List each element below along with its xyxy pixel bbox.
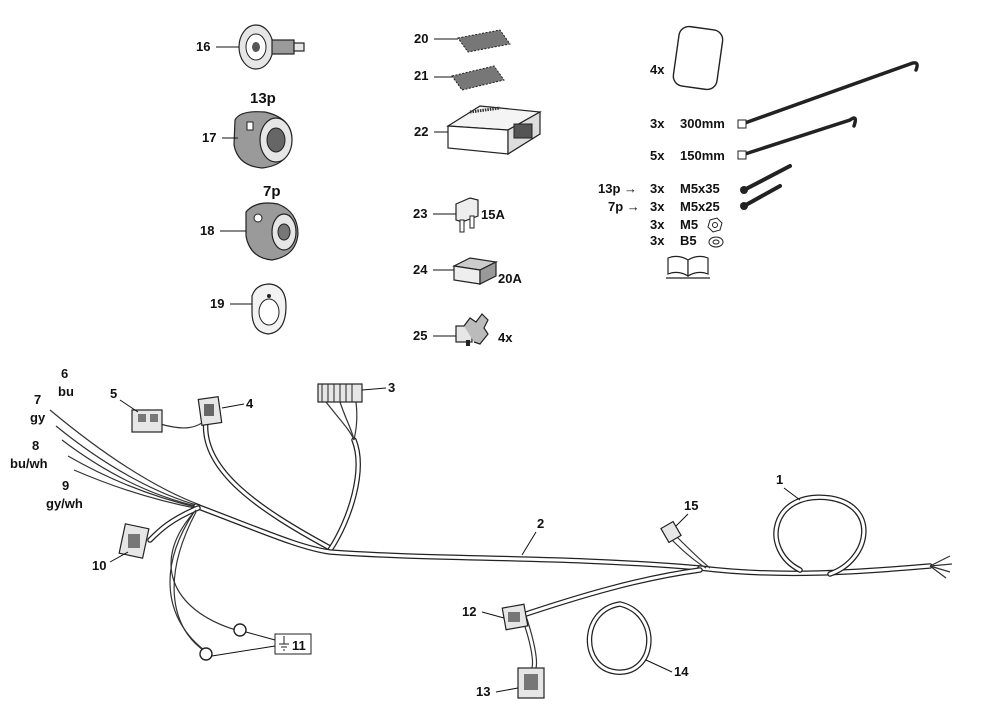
label-7p: 7p: [263, 183, 281, 200]
label-10: 10: [92, 558, 106, 573]
label-24: 24: [413, 262, 428, 277]
tie-300-size: 300mm: [680, 116, 725, 131]
bolt-35-size: M5x35: [680, 181, 720, 196]
cable-tie-150mm: [737, 116, 858, 160]
connector-12: [501, 603, 529, 631]
bolt-m5x35: [740, 164, 792, 194]
connector-3: [317, 383, 363, 441]
part-22-control-module: [446, 105, 542, 156]
nut-size: M5: [680, 217, 698, 232]
washer-size: B5: [680, 233, 697, 248]
wire-6-color: bu: [58, 384, 74, 399]
fuse-15a-rating: 15A: [481, 207, 505, 222]
part-16-socket-seal: [238, 24, 305, 70]
label-13p: 13p: [250, 90, 276, 107]
label-2: 2: [537, 516, 544, 531]
part-17-socket-13p: [233, 111, 293, 169]
label-23: 23: [413, 206, 427, 221]
cable-tie-300mm: [737, 61, 919, 129]
ground-symbol-icon: [274, 633, 312, 655]
washer-qty: 3x: [650, 233, 665, 248]
label-15: 15: [684, 498, 698, 513]
label-22: 22: [414, 124, 428, 139]
bolt-35-qty: 3x: [650, 181, 665, 196]
connector-13: [517, 667, 545, 699]
part-18-socket-7p: [245, 202, 299, 261]
nut-qty: 3x: [650, 217, 665, 232]
wire-8-color: bu/wh: [10, 456, 48, 471]
bolt-25-qty: 3x: [650, 199, 665, 214]
label-1: 1: [776, 472, 783, 487]
part-24-fuse-holder: [452, 257, 498, 285]
label-13: 13: [476, 684, 490, 699]
tie-150-qty: 5x: [650, 148, 665, 163]
label-7: 7: [34, 392, 41, 407]
label-17: 17: [202, 130, 216, 145]
part-19-gasket: [251, 283, 287, 335]
label-8: 8: [32, 438, 39, 453]
manual-book-icon: [666, 255, 710, 279]
cover-qty: 4x: [650, 62, 665, 77]
part-20-adhesive-pad: [457, 29, 511, 53]
part-21-adhesive-pad: [451, 65, 505, 91]
washer-b5: [708, 236, 724, 248]
label-19: 19: [210, 296, 224, 311]
label-5: 5: [110, 386, 117, 401]
main-harness: [49, 409, 953, 675]
label-12: 12: [462, 604, 476, 619]
label-9: 9: [62, 478, 69, 493]
bolt-25-size: M5x25: [680, 199, 720, 214]
connector-4: [197, 396, 223, 426]
label-16: 16: [196, 39, 210, 54]
label-14: 14: [674, 664, 689, 679]
bolt-m5x25: [740, 184, 782, 210]
label-25: 25: [413, 328, 427, 343]
part-25-connector-clips: [455, 313, 489, 346]
tie-150-size: 150mm: [680, 148, 725, 163]
clips-qty: 4x: [498, 330, 513, 345]
nut-m5: [707, 217, 723, 233]
connector-10: [118, 523, 150, 559]
label-4: 4: [246, 396, 254, 411]
part-23-fuse: [455, 197, 479, 233]
label-18: 18: [200, 223, 214, 238]
ring-terminals-11: [199, 623, 247, 661]
label-11: 11: [292, 638, 306, 653]
tie-300-qty: 3x: [650, 116, 665, 131]
connector-5: [131, 409, 163, 433]
label-3: 3: [388, 380, 395, 395]
bolt-25-condition: 7p →: [608, 199, 640, 214]
wire-7-color: gy: [30, 410, 46, 425]
fuse-20a-rating: 20A: [498, 271, 522, 286]
label-6: 6: [61, 366, 68, 381]
label-20: 20: [414, 31, 428, 46]
cover-cap: [672, 25, 724, 91]
wire-9-color: gy/wh: [46, 496, 83, 511]
bolt-35-condition: 13p →: [598, 181, 637, 196]
label-21: 21: [414, 68, 428, 83]
